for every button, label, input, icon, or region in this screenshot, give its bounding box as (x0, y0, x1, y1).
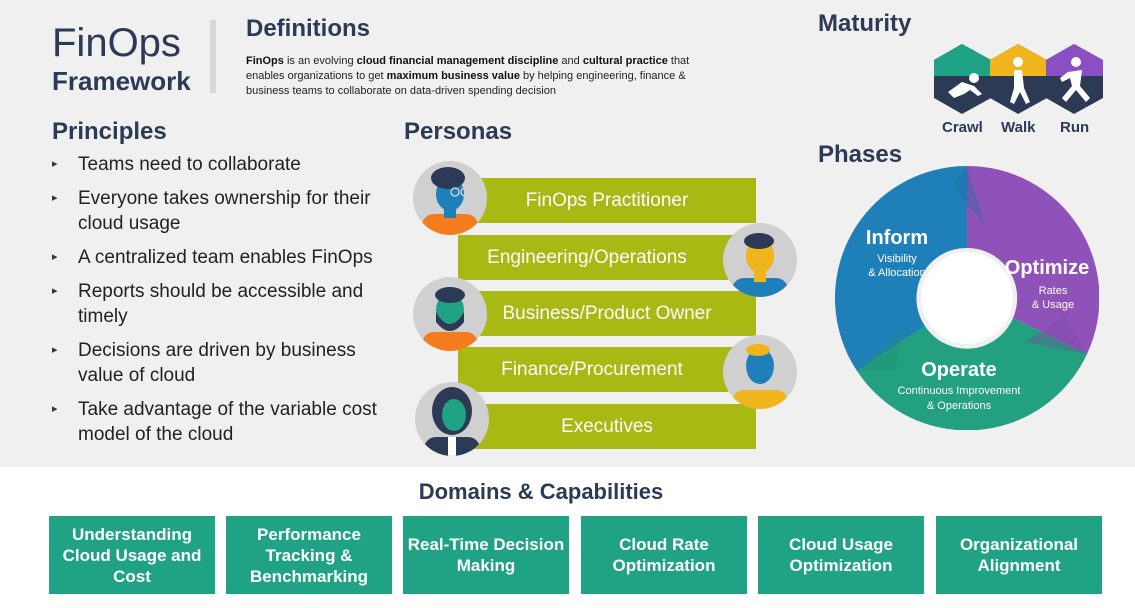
principle-item: Decisions are driven by business value o… (52, 338, 397, 388)
optimize-line2: & Usage (1032, 299, 1074, 311)
persona-avatar-executive-icon (415, 382, 489, 456)
operate-line2: & Operations (927, 400, 992, 412)
persona-avatar-engineering-icon (723, 223, 797, 297)
domain-organizational-alignment: Organizational Alignment (936, 516, 1102, 594)
persona-bar-engineering-operations: Engineering/Operations (458, 235, 756, 280)
persona-avatar-finance-icon (723, 335, 797, 409)
maturity-stage-label: Walk (1001, 119, 1036, 136)
persona-bar-finance-procurement: Finance/Procurement (458, 347, 756, 392)
principle-item: Reports should be accessible and timely (52, 279, 397, 329)
principle-item: Teams need to collaborate (52, 152, 397, 177)
domains-heading: Domains & Capabilities (418, 479, 664, 504)
crawl-hexagon-icon (934, 44, 991, 114)
personas-heading: Personas (404, 118, 513, 145)
inform-line1: Visibility (877, 253, 917, 265)
persona-avatar-practitioner-icon (413, 161, 487, 235)
inform-phase-segment (835, 166, 967, 371)
page-subtitle: Framework (52, 66, 191, 96)
operate-phase-segment (857, 318, 1087, 430)
definitions-text-part: by helping engineering, finance & busine… (246, 70, 686, 97)
definitions-text-part: that enables organizations to get (246, 55, 690, 82)
operate-line1: Continuous Improvement (898, 385, 1021, 397)
definitions-text-part: and (558, 55, 583, 67)
definitions-text-part: cloud financial management discipline (356, 55, 559, 67)
domain-cloud-usage-optimization: Cloud Usage Optimization (758, 516, 924, 594)
definitions-text-part: is an evolving (283, 55, 357, 67)
walk-hexagon-icon (990, 44, 1047, 114)
definitions-text-part: cultural practice (582, 55, 668, 67)
domain-performance-tracking: Performance Tracking & Benchmarking (226, 516, 392, 594)
operate-title: Operate (921, 359, 997, 381)
run-hexagon-icon (1046, 44, 1103, 114)
persona-bar-executives: Executives (458, 404, 756, 449)
persona-bar-business-product-owner: Business/Product Owner (458, 291, 756, 336)
persona-bar-finops-practitioner: FinOps Practitioner (458, 178, 756, 223)
definitions-heading: Definitions (246, 15, 370, 42)
maturity-hexagons (934, 44, 1103, 114)
domain-cloud-rate-optimization: Cloud Rate Optimization (581, 516, 747, 594)
phases-heading: Phases (818, 141, 903, 168)
optimize-line1: Rates (1039, 285, 1068, 297)
persona-avatar-business-icon (413, 277, 487, 351)
definitions-text-part: maximum business value (386, 70, 520, 82)
page-title: FinOps (52, 21, 181, 65)
phases-cycle-diagram: Inform Visibility & Allocation Optimize … (835, 166, 1099, 430)
definitions-text: FinOps is an evolving cloud financial ma… (246, 54, 716, 99)
principles-list: Teams need to collaborate Everyone takes… (52, 152, 397, 456)
domain-real-time-decision-making: Real-Time Decision Making (403, 516, 569, 594)
title-divider (210, 20, 216, 93)
maturity-stage-label: Run (1060, 119, 1090, 136)
principle-item: Take advantage of the variable cost mode… (52, 397, 397, 447)
principles-heading: Principles (52, 118, 167, 145)
optimize-title: Optimize (1005, 257, 1089, 279)
optimize-phase-segment (967, 166, 1099, 354)
definitions-text-part: FinOps (246, 55, 284, 67)
domain-understanding-cloud-usage: Understanding Cloud Usage and Cost (49, 516, 215, 594)
inform-title: Inform (866, 227, 928, 249)
inform-line2: & Allocation (868, 267, 925, 279)
principle-item: A centralized team enables FinOps (52, 245, 397, 270)
maturity-heading: Maturity (818, 10, 912, 37)
principle-item: Everyone takes ownership for their cloud… (52, 186, 397, 236)
maturity-stage-label: Crawl (942, 119, 983, 136)
